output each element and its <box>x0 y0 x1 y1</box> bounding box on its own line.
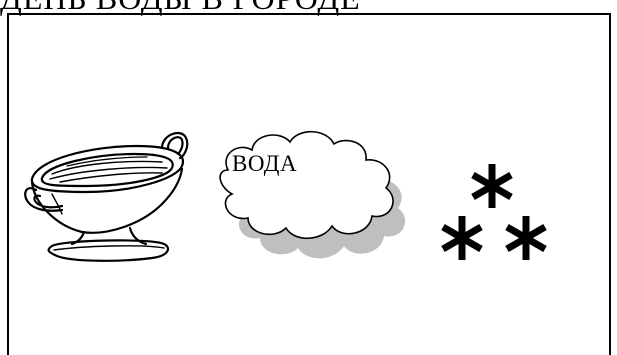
cloud-icon <box>198 122 424 270</box>
snowflake-bottom-left-icon <box>443 216 481 260</box>
pot-of-water-icon <box>22 124 194 274</box>
cloud-label: ВОДА <box>232 151 297 177</box>
snowflake-top-icon <box>473 164 511 208</box>
snowflake-bottom-right-icon <box>507 216 545 260</box>
snowflakes-icon <box>432 160 562 280</box>
